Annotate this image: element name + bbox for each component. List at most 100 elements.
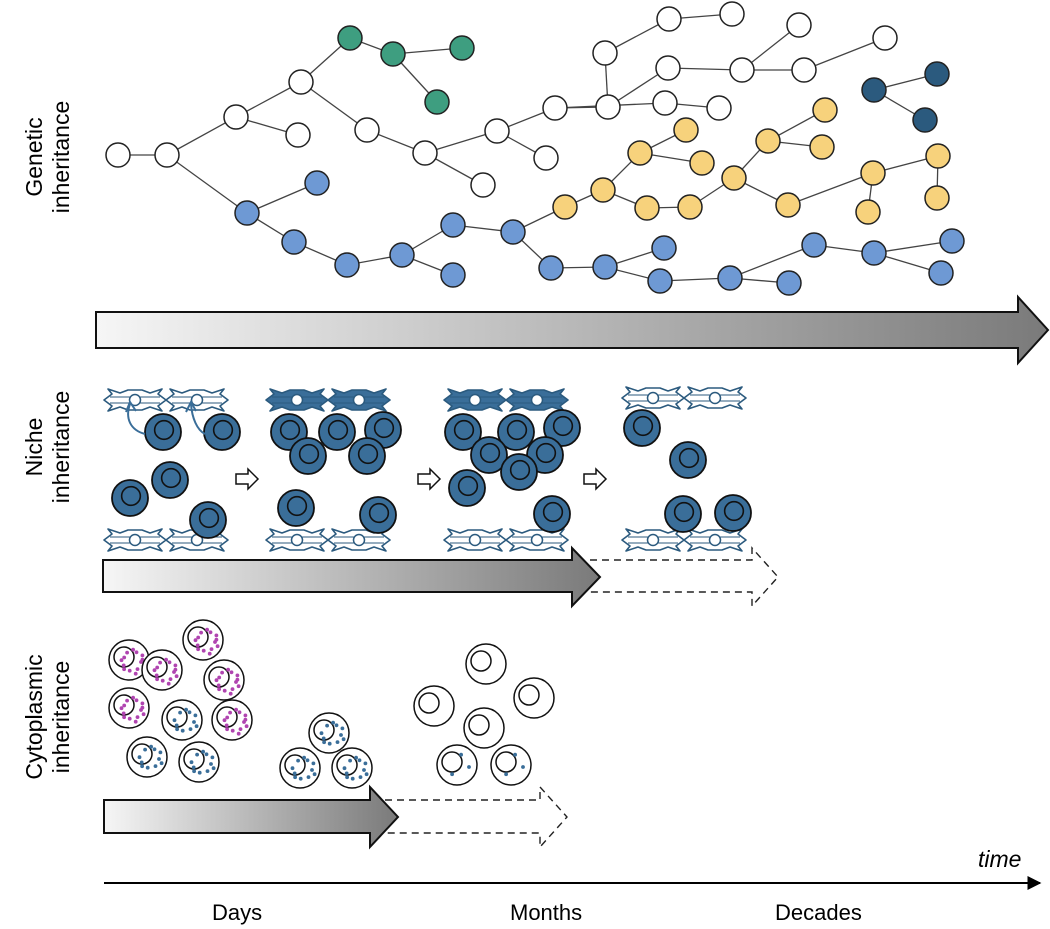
lineage-edge [787, 172, 874, 206]
green-clone-cell [380, 41, 406, 67]
stem-cell [669, 441, 707, 479]
yellow-clone-cell [634, 195, 660, 221]
stem-cell [497, 413, 535, 451]
stromal-niche-cell [621, 528, 685, 552]
cell-no-granules [463, 707, 505, 749]
stem-cell [151, 461, 189, 499]
stem-cell [144, 413, 182, 451]
stem-cell [277, 489, 315, 527]
unlabelled-cell [719, 1, 745, 27]
unlabelled-cell [470, 172, 496, 198]
time-axis-label: time [978, 846, 1022, 872]
stromal-niche-cell [265, 528, 329, 552]
unlabelled-cell [542, 95, 568, 121]
stromal-niche-cell [505, 388, 569, 412]
niche-label-line2: inheritance [48, 390, 74, 504]
niche-time-arrow [102, 545, 602, 609]
step-arrow [583, 467, 608, 491]
blue-clone-cell [538, 255, 564, 281]
lineage-nodes [105, 1, 965, 296]
tick-months: Months [510, 900, 583, 925]
cell-magenta-granules [211, 699, 253, 741]
yellow-clone-cell [809, 134, 835, 160]
stem-cell [348, 437, 386, 475]
dark-blue-clone-cell [861, 77, 887, 103]
unlabelled-cell [223, 104, 249, 130]
lineage-edge [729, 244, 815, 279]
stem-cell [203, 413, 241, 451]
cytoplasmic-time-arrow [103, 784, 400, 850]
yellow-clone-cell [721, 165, 747, 191]
yellow-clone-cell [812, 97, 838, 123]
yellow-clone-cell [860, 160, 886, 186]
blue-clone-cell [717, 265, 743, 291]
blue-clone-cell [440, 212, 466, 238]
unlabelled-cell [595, 94, 621, 120]
blue-clone-cell [801, 232, 827, 258]
stromal-niche-cell [103, 528, 167, 552]
blue-clone-cell [928, 260, 954, 286]
genetic-label-line2: inheritance [48, 100, 74, 214]
cell-blue-granules [279, 747, 321, 789]
step-arrow [235, 467, 260, 491]
niche-label-line1: Niche [21, 417, 47, 477]
niche-inheritance-panels [103, 386, 752, 552]
cell-blue-granules [331, 747, 373, 789]
yellow-clone-cell [689, 150, 715, 176]
stem-cell [500, 453, 538, 491]
blue-clone-cell [304, 170, 330, 196]
cell-few-granules [490, 744, 532, 786]
unlabelled-cell [652, 90, 678, 116]
cytoplasmic-label-line2: inheritance [48, 660, 74, 774]
unlabelled-cell [154, 142, 180, 168]
green-clone-cell [424, 89, 450, 115]
stem-cell [318, 413, 356, 451]
signal-arrow [127, 403, 146, 435]
yellow-clone-cell [925, 143, 951, 169]
yellow-clone-cell [677, 194, 703, 220]
unlabelled-cell [729, 57, 755, 83]
stem-cell [289, 437, 327, 475]
yellow-clone-cell [924, 185, 950, 211]
stem-cell [359, 496, 397, 534]
niche-time-arrow-dashed [590, 546, 779, 608]
cell-magenta-granules [141, 649, 183, 691]
stem-cell [623, 409, 661, 447]
stem-cell [664, 495, 702, 533]
yellow-clone-cell [590, 177, 616, 203]
cell-blue-granules [161, 699, 203, 741]
stem-cell [111, 479, 149, 517]
dark-blue-clone-cell [912, 107, 938, 133]
blue-clone-cell [389, 242, 415, 268]
cell-no-granules [465, 643, 507, 685]
yellow-clone-cell [552, 194, 578, 220]
unlabelled-cell [791, 57, 817, 83]
unlabelled-cell [592, 40, 618, 66]
blue-clone-cell [281, 229, 307, 255]
cell-no-granules [413, 685, 455, 727]
cell-blue-granules [178, 741, 220, 783]
unlabelled-cell [786, 12, 812, 38]
blue-clone-cell [440, 262, 466, 288]
yellow-clone-cell [775, 192, 801, 218]
blue-clone-cell [592, 254, 618, 280]
cell-blue-granules [126, 736, 168, 778]
green-clone-cell [449, 35, 475, 61]
stromal-niche-cell [683, 386, 747, 410]
genetic-lineage-tree [105, 1, 965, 296]
tick-days: Days [212, 900, 263, 925]
lineage-edge [873, 240, 953, 254]
cell-magenta-granules [182, 619, 224, 661]
unlabelled-cell [412, 140, 438, 166]
blue-clone-cell [939, 228, 965, 254]
lineage-edge [166, 154, 248, 214]
stromal-niche-cell [683, 528, 747, 552]
green-clone-cell [337, 25, 363, 51]
stem-cell [444, 413, 482, 451]
stromal-niche-cell [265, 388, 329, 412]
dark-blue-clone-cell [924, 61, 950, 87]
unlabelled-cell [484, 118, 510, 144]
yellow-clone-cell [673, 117, 699, 143]
stromal-niche-cell [165, 388, 229, 412]
cytoplasmic-row-label: Cytoplasmic inheritance [21, 627, 75, 807]
